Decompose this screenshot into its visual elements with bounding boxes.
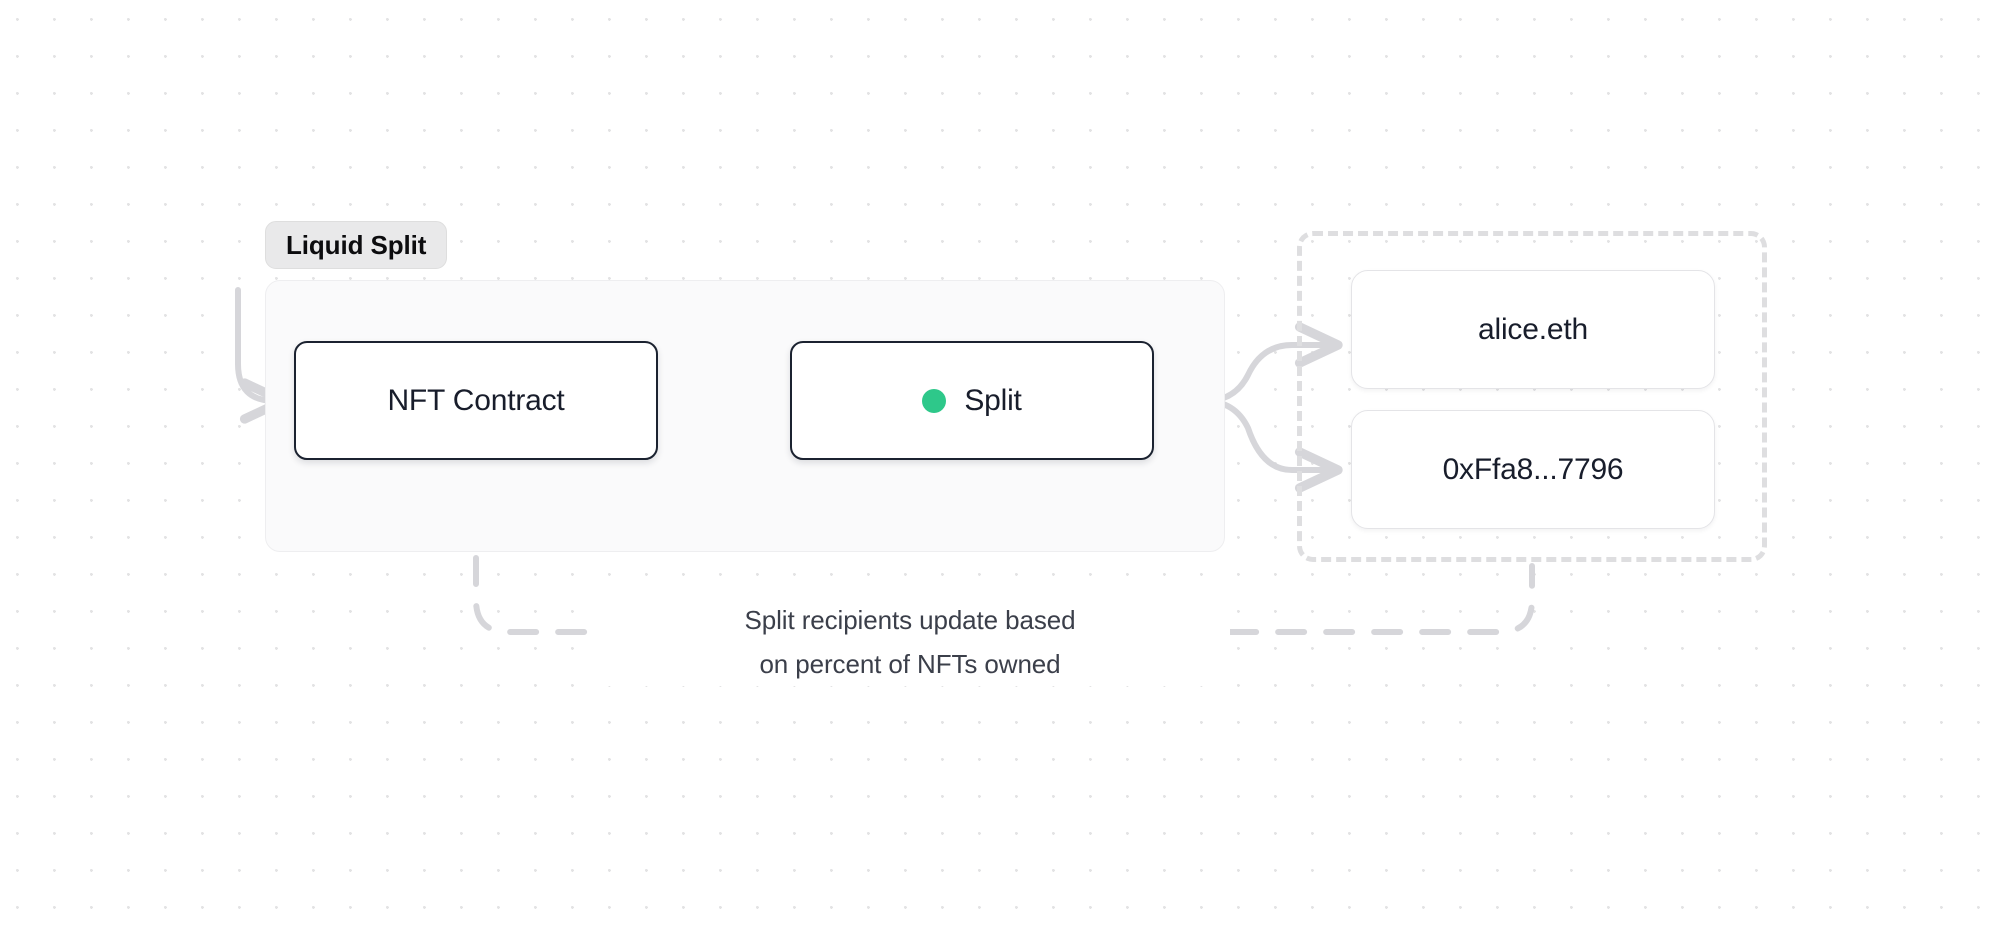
- node-split-label: Split: [964, 383, 1022, 417]
- node-nft-contract[interactable]: NFT Contract: [294, 341, 658, 460]
- group-label-badge[interactable]: Liquid Split: [265, 221, 448, 269]
- node-recipient-alice-label: alice.eth: [1478, 312, 1588, 346]
- node-recipient-alice[interactable]: alice.eth: [1351, 270, 1715, 389]
- diagram-caption-line-1: Split recipients update based: [590, 598, 1230, 642]
- node-split-content: Split: [922, 383, 1022, 418]
- node-recipient-address[interactable]: 0xFfa8...7796: [1351, 410, 1715, 529]
- status-dot-icon: [922, 388, 947, 413]
- node-split[interactable]: Split: [790, 341, 1154, 460]
- node-recipient-address-label: 0xFfa8...7796: [1442, 452, 1624, 486]
- diagram-caption: Split recipients update based on percent…: [590, 598, 1230, 686]
- node-nft-contract-label: NFT Contract: [387, 383, 565, 417]
- diagram-caption-line-2: on percent of NFTs owned: [590, 642, 1230, 686]
- group-label-text: Liquid Split: [286, 229, 427, 260]
